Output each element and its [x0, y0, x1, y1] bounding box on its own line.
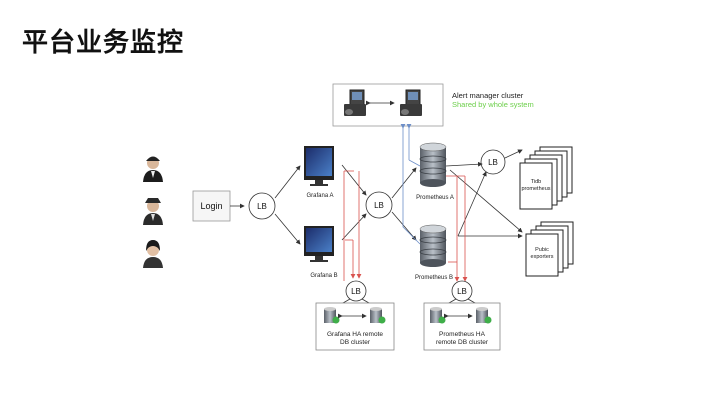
load-balancer-5: LB [451, 280, 473, 302]
login-label: Login [200, 201, 222, 211]
tidb-prometheus-stack: Tidb prometheus [519, 146, 573, 210]
load-balancer-2: LB [365, 191, 393, 219]
lb1-label: LB [257, 202, 267, 211]
tidb-line1: Tidb [531, 179, 542, 185]
exporters-line1: Pubic [535, 247, 549, 253]
prometheus-db-cluster: Prometheus HA remote DB cluster [423, 302, 501, 351]
user-icon [143, 198, 163, 225]
prometheus-b-label: Prometheus B [415, 275, 453, 281]
lb2-label: LB [374, 201, 384, 210]
lb4-label: LB [351, 287, 361, 296]
alert-computer-icon [400, 89, 422, 116]
alert-computer-icon [344, 89, 366, 116]
monitor-icon-grafana-b [304, 226, 334, 262]
alert-cluster-subtitle: Shared by whole system [452, 100, 534, 109]
alert-manager-cluster [332, 83, 444, 127]
grafana-db-cluster: Grafana HA remote DB cluster [315, 302, 395, 351]
user-icon [143, 240, 163, 268]
load-balancer-1: LB [248, 192, 276, 220]
login-box: Login [192, 190, 231, 222]
prom-db-line2: remote DB cluster [436, 339, 489, 346]
db-node-icon [324, 307, 340, 324]
grafana-b-label: Grafana B [310, 273, 337, 279]
db-node-icon [476, 307, 492, 324]
load-balancer-4: LB [345, 280, 367, 302]
monitor-icon-grafana-a [304, 146, 334, 186]
grafana-db-line1: Grafana HA remote [327, 331, 383, 338]
public-exporters-stack: Pubic exporters [525, 221, 574, 277]
db-node-icon [370, 307, 386, 324]
prometheus-a-label: Prometheus A [416, 195, 454, 201]
load-balancer-3: LB [480, 149, 506, 175]
lb5-label: LB [457, 287, 467, 296]
database-icon-prometheus-a [419, 142, 447, 187]
prom-db-line1: Prometheus HA [439, 331, 486, 338]
exporters-line2: exporters [531, 254, 554, 260]
page-title: 平台业务监控 [22, 28, 185, 58]
db-node-icon [430, 307, 446, 324]
alert-cluster-title: Alert manager cluster [452, 91, 524, 100]
grafana-db-line2: DB cluster [340, 339, 371, 346]
tidb-line2: prometheus [521, 186, 550, 192]
database-icon-prometheus-b [419, 224, 447, 267]
grafana-a-label: Grafana A [306, 193, 333, 199]
lb3-label: LB [488, 158, 498, 167]
user-icon [143, 156, 163, 182]
